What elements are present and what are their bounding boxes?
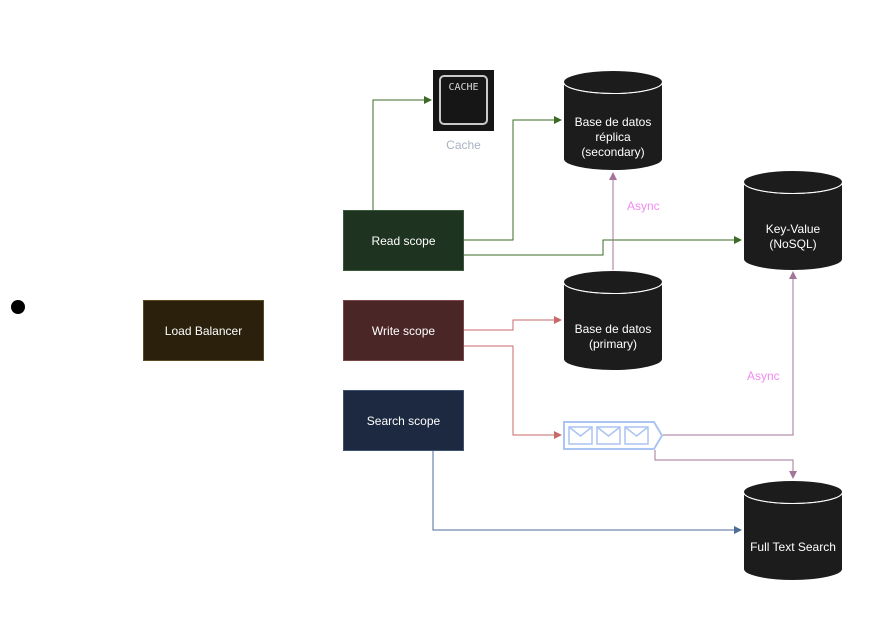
- load-balancer-label: Load Balancer: [164, 323, 243, 338]
- edge-read-to-replica: [464, 116, 562, 241]
- replica-database-node[interactable]: Base de datos réplica (secondary): [563, 70, 663, 171]
- database-cylinder-icon: [563, 270, 663, 371]
- search-scope-label: Search scope: [366, 413, 441, 428]
- async-queue-label: Async: [747, 369, 780, 383]
- edge-read-to-key-value: [464, 236, 742, 256]
- write-scope-node[interactable]: Write scope: [343, 300, 464, 361]
- database-cylinder-icon: [563, 70, 663, 171]
- edge-write-to-primary: [464, 316, 562, 331]
- primary-label-line-1: Base de datos: [574, 322, 652, 336]
- edge-queue-to-full-text-search: [654, 450, 797, 479]
- message-queue-node[interactable]: [563, 421, 664, 450]
- cache-icon-text: CACHE: [448, 82, 478, 93]
- key-value-label-line-1: Key-Value: [765, 222, 821, 236]
- async-replication-label: Async: [627, 199, 660, 213]
- primary-database-node[interactable]: Base de datos (primary): [563, 270, 663, 371]
- edge-queue-to-key-value: [663, 271, 797, 436]
- full-text-search-label: Full Text Search: [750, 540, 836, 554]
- database-cylinder-icon: [743, 480, 843, 581]
- replica-database-label: Base de datos réplica (secondary): [563, 115, 663, 160]
- replica-label-line-3: (secondary): [581, 145, 645, 159]
- edge-write-to-queue: [464, 345, 562, 439]
- load-balancer-node[interactable]: Load Balancer: [143, 300, 264, 361]
- primary-database-label: Base de datos (primary): [563, 322, 663, 352]
- replica-label-line-2: réplica: [595, 130, 631, 144]
- write-scope-label: Write scope: [371, 323, 436, 338]
- edge-search-to-full-text-search: [432, 451, 742, 534]
- edge-read-to-cache: [372, 96, 432, 210]
- read-scope-node[interactable]: Read scope: [343, 210, 464, 271]
- read-scope-label: Read scope: [371, 233, 436, 248]
- search-scope-node[interactable]: Search scope: [343, 390, 464, 451]
- message-queue-icon: [563, 421, 664, 450]
- start-point: [11, 300, 25, 314]
- primary-label-line-2: (primary): [589, 337, 637, 351]
- cache-label: Cache: [446, 138, 481, 152]
- full-text-search-node[interactable]: Full Text Search: [743, 480, 843, 581]
- cache-icon: CACHE: [433, 70, 494, 131]
- database-cylinder-icon: [743, 170, 843, 271]
- key-value-database-label: Key-Value (NoSQL): [743, 222, 843, 252]
- replica-label-line-1: Base de datos: [574, 115, 652, 129]
- cache-node[interactable]: CACHE: [433, 70, 494, 131]
- key-value-database-node[interactable]: Key-Value (NoSQL): [743, 170, 843, 271]
- key-value-label-line-2: (NoSQL): [769, 237, 817, 251]
